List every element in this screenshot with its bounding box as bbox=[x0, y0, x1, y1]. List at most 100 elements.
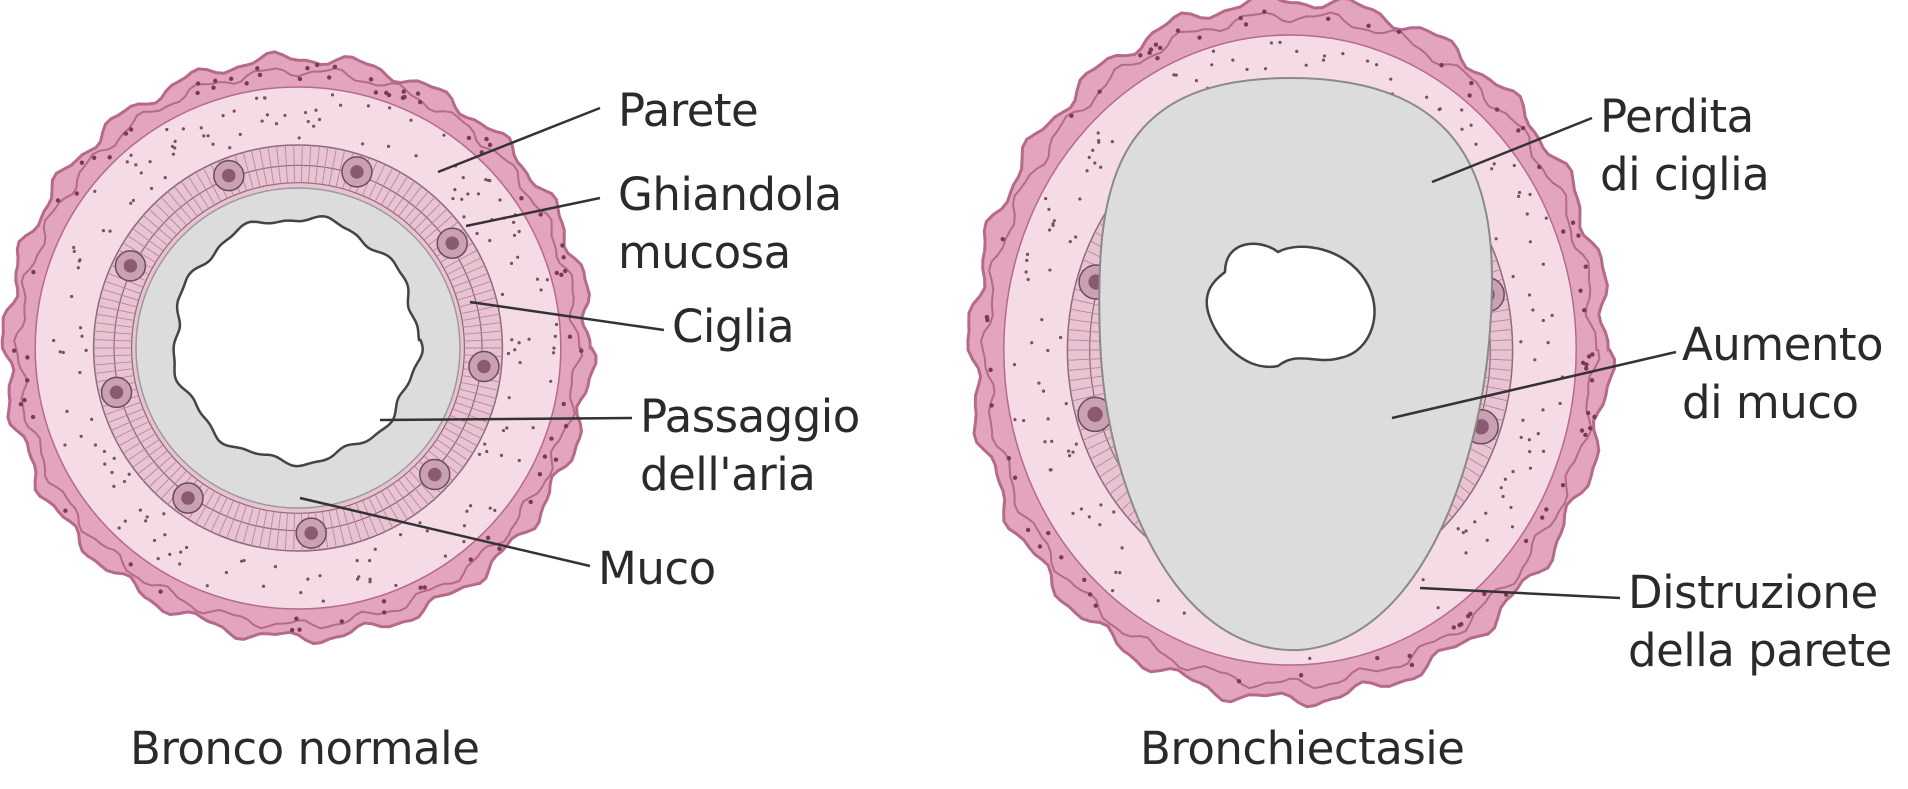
wall-dot bbox=[206, 584, 209, 587]
wall-dot bbox=[1051, 222, 1054, 225]
wall-dot bbox=[1528, 450, 1531, 453]
mucous-gland-core bbox=[1087, 407, 1102, 422]
wall-dot bbox=[1030, 341, 1033, 344]
outer-wall-dot bbox=[1155, 56, 1159, 60]
wall-dot bbox=[1547, 341, 1550, 344]
outer-wall-dot bbox=[129, 127, 133, 131]
outer-wall-dot bbox=[486, 536, 490, 540]
wall-dot bbox=[1025, 259, 1028, 262]
wall-dot bbox=[1542, 450, 1545, 453]
wall-dot bbox=[185, 546, 188, 549]
wall-dot bbox=[274, 565, 277, 568]
outer-wall-dot bbox=[1576, 233, 1580, 237]
wall-dot bbox=[460, 198, 463, 201]
normal-bronchus-cross-section bbox=[2, 52, 596, 644]
wall-dot bbox=[539, 288, 542, 291]
outer-wall-dot bbox=[31, 270, 35, 274]
wall-dot bbox=[555, 323, 558, 326]
wall-dot bbox=[513, 234, 516, 237]
wall-dot bbox=[475, 232, 478, 235]
outer-wall-dot bbox=[1516, 128, 1520, 132]
caption-bronchiectasie: Bronchiectasie bbox=[1140, 720, 1464, 778]
wall-dot bbox=[1183, 612, 1186, 615]
wall-dot bbox=[1486, 539, 1489, 542]
wall-dot bbox=[414, 154, 417, 157]
wall-dot bbox=[59, 350, 62, 353]
wall-dot bbox=[1053, 219, 1056, 222]
outer-wall-dot bbox=[1407, 654, 1411, 658]
label-ciglia: Ciglia bbox=[672, 298, 794, 356]
outer-wall-dot bbox=[1561, 483, 1565, 487]
wall-dot bbox=[498, 198, 501, 201]
wall-dot bbox=[1422, 578, 1425, 581]
label-distruzione-della-parete: Distruzione della parete bbox=[1628, 564, 1892, 680]
wall-dot bbox=[165, 128, 168, 131]
wall-dot bbox=[1037, 382, 1040, 385]
wall-dot bbox=[466, 192, 469, 195]
wall-dot bbox=[164, 176, 167, 179]
mucous-gland-core bbox=[350, 165, 364, 179]
wall-dot bbox=[1245, 68, 1248, 71]
outer-wall-dot bbox=[1299, 673, 1303, 677]
wall-dot bbox=[444, 554, 447, 557]
wall-dot bbox=[1264, 67, 1267, 70]
wall-dot bbox=[361, 142, 364, 145]
wall-dot bbox=[77, 266, 80, 269]
wall-dot bbox=[1537, 432, 1540, 435]
wall-dot bbox=[1210, 63, 1213, 66]
wall-dot bbox=[1071, 512, 1074, 515]
wall-dot bbox=[1541, 408, 1544, 411]
wall-dot bbox=[1542, 319, 1545, 322]
wall-dot bbox=[1022, 419, 1025, 422]
outer-wall-dot bbox=[1584, 264, 1588, 268]
wall-dot bbox=[1069, 240, 1072, 243]
wall-dot bbox=[1529, 240, 1532, 243]
wall-dot bbox=[1078, 197, 1081, 200]
wall-dot bbox=[1464, 551, 1467, 554]
outer-wall-dot bbox=[31, 415, 35, 419]
wall-dot bbox=[554, 335, 557, 338]
outer-wall-dot bbox=[255, 66, 259, 70]
wall-dot bbox=[1542, 263, 1545, 266]
outer-wall-dot bbox=[985, 318, 989, 322]
outer-wall-dot bbox=[305, 66, 309, 70]
wall-dot bbox=[140, 171, 143, 174]
outer-wall-dot bbox=[108, 155, 112, 159]
wall-dot bbox=[1088, 515, 1091, 518]
outer-wall-dot bbox=[1244, 22, 1248, 26]
wall-dot bbox=[453, 188, 456, 191]
wall-dot bbox=[1531, 308, 1534, 311]
wall-dot bbox=[1046, 349, 1049, 352]
wall-dot bbox=[1042, 389, 1045, 392]
wall-dot bbox=[1511, 470, 1514, 473]
outer-wall-dot bbox=[1571, 221, 1575, 225]
wall-dot bbox=[1493, 162, 1496, 165]
wall-dot bbox=[1439, 107, 1442, 110]
wall-dot bbox=[318, 574, 321, 577]
wall-dot bbox=[80, 335, 83, 338]
wall-dot bbox=[1500, 486, 1503, 489]
outer-wall-dot bbox=[1540, 515, 1544, 519]
wall-dot bbox=[1231, 59, 1234, 62]
outer-wall-dot bbox=[25, 355, 29, 359]
outer-wall-dot bbox=[568, 335, 572, 339]
wall-dot bbox=[1044, 197, 1047, 200]
outer-wall-dot bbox=[1466, 614, 1470, 618]
wall-dot bbox=[489, 507, 492, 510]
outer-wall-dot bbox=[562, 402, 566, 406]
wall-dot bbox=[171, 145, 174, 148]
outer-wall-dot bbox=[1082, 578, 1086, 582]
wall-dot bbox=[485, 450, 488, 453]
wall-dot bbox=[112, 485, 115, 488]
outer-wall-dot bbox=[80, 160, 84, 164]
wall-dot bbox=[202, 134, 205, 137]
wall-dot bbox=[387, 145, 390, 148]
outer-wall-dot bbox=[1584, 366, 1588, 370]
mucous-gland-core bbox=[110, 386, 124, 400]
wall-dot bbox=[512, 221, 515, 224]
mucous-gland-core bbox=[304, 526, 318, 540]
wall-dot bbox=[314, 109, 317, 112]
outer-wall-dot bbox=[1410, 663, 1414, 667]
wall-dot bbox=[146, 515, 149, 518]
wall-dot bbox=[1460, 128, 1463, 131]
